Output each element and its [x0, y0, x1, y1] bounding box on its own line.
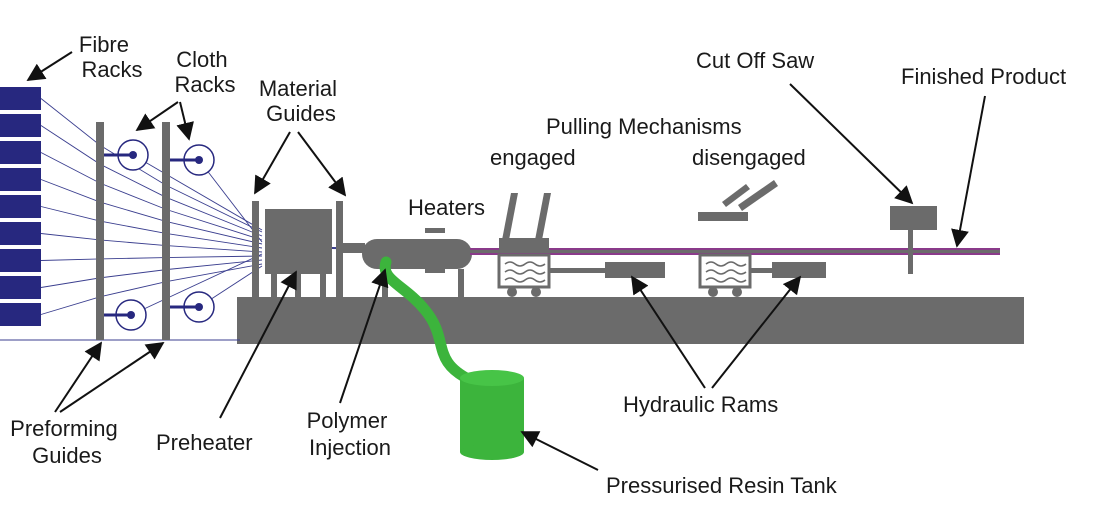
pulling-mechanism-engaged — [497, 193, 551, 297]
cloth-roll-top-1 — [104, 139, 149, 171]
cloth-roll-top-2 — [170, 144, 215, 176]
preheater — [265, 209, 332, 297]
fibre-rack-block — [0, 87, 41, 110]
label-engaged: engaged — [490, 145, 576, 170]
resin-hose — [379, 256, 476, 386]
hydraulic-ram-1 — [549, 262, 665, 278]
cloth-roll-bottom-2 — [170, 291, 215, 323]
fibre-rack-block — [0, 303, 41, 326]
material-guide-left — [252, 201, 259, 297]
label-hydraulic-rams: Hydraulic Rams — [623, 392, 778, 417]
fibre-rack-block — [0, 114, 41, 137]
machine-bed — [237, 297, 1024, 344]
label-polymer-injection: Polymer Injection — [307, 408, 394, 460]
hydraulic-ram-2 — [750, 262, 826, 278]
fibre-strand — [40, 233, 263, 253]
cloth-strand — [198, 159, 263, 243]
label-material-guides: Material Guides — [259, 76, 343, 126]
fibre-strand — [40, 259, 263, 288]
pulling-mechanism-disengaged — [698, 180, 778, 297]
label-cloth-racks: Cloth Racks — [174, 47, 235, 97]
fibre-rack-block — [0, 222, 41, 245]
fibre-strand — [40, 179, 263, 245]
label-preforming-guides: Preforming Guides — [10, 416, 124, 468]
cloth-roll-bottom-1 — [104, 299, 147, 331]
fibre-strand — [40, 152, 263, 241]
label-pressurised-resin-tank: Pressurised Resin Tank — [606, 473, 838, 498]
cloth-strand — [130, 253, 263, 316]
fibre-lines — [0, 98, 471, 341]
label-finished-product: Finished Product — [901, 64, 1066, 89]
fibre-strand — [40, 255, 263, 261]
preforming-guide-1 — [96, 122, 104, 340]
pressurised-resin-tank — [460, 370, 524, 460]
fibre-strand — [40, 263, 263, 315]
fibre-rack-block — [0, 168, 41, 191]
leader-arrows — [26, 51, 986, 471]
product-profile — [470, 248, 1000, 255]
label-fibre-racks: Fibre Racks — [79, 32, 143, 82]
fibre-rack-block — [0, 195, 41, 218]
fibre-rack-block — [0, 141, 41, 164]
label-preheater: Preheater — [156, 430, 253, 455]
label-heaters: Heaters — [408, 195, 485, 220]
label-cut-off-saw: Cut Off Saw — [696, 48, 814, 73]
cut-off-saw — [890, 206, 937, 274]
fibre-strand — [40, 206, 263, 249]
label-pulling-mechanisms: Pulling Mechanisms — [546, 114, 742, 139]
fibre-racks — [0, 87, 41, 326]
material-guide-right — [336, 201, 343, 297]
preforming-guide-2 — [162, 122, 170, 340]
label-disengaged: disengaged — [692, 145, 806, 170]
fibre-rack-block — [0, 249, 41, 272]
fibre-strand — [40, 125, 263, 237]
fibre-rack-block — [0, 276, 41, 299]
cloth-strand — [132, 154, 263, 231]
